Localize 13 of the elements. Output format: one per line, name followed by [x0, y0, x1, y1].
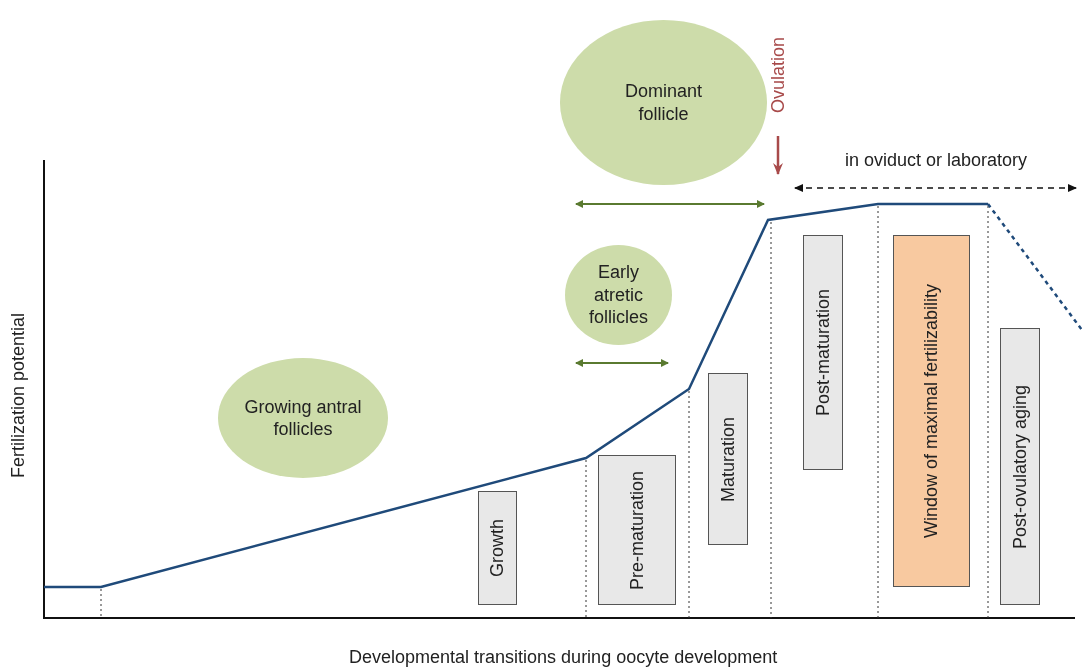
ovulation-label: Ovulation [767, 37, 789, 114]
axis-label: Fertilization potential [7, 312, 29, 478]
stage-box: Post-ovulatory aging [1000, 328, 1040, 605]
follicle-ellipse: Growing antral follicles [218, 358, 388, 478]
stage-box: Post-maturation [803, 235, 843, 470]
stage-box: Window of maximal fertilizability [893, 235, 970, 587]
note-label: in oviduct or laboratory [845, 149, 1028, 171]
stage-box: Pre-maturation [598, 455, 676, 605]
stage-box: Growth [478, 491, 517, 605]
follicle-ellipse: Dominant follicle [560, 20, 767, 185]
stage-box: Maturation [708, 373, 748, 545]
axis-label: Developmental transitions during oocyte development [349, 646, 778, 668]
follicle-ellipse: Early atretic follicles [565, 245, 672, 345]
